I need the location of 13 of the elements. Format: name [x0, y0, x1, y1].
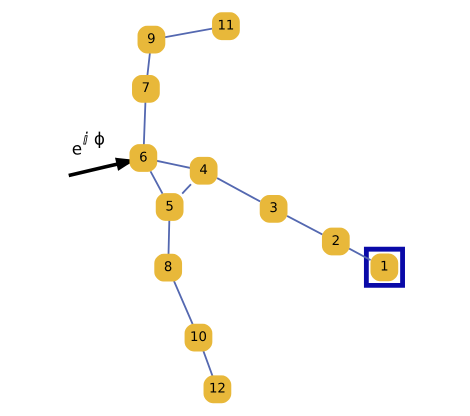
connector [182, 184, 192, 194]
connector [216, 177, 261, 202]
connector [286, 215, 323, 236]
connector [146, 52, 151, 76]
connector [142, 102, 146, 145]
connector [202, 350, 214, 376]
connector [150, 170, 164, 194]
connector [173, 280, 194, 325]
connector [348, 248, 371, 261]
connector [164, 28, 212, 38]
connector [156, 160, 190, 169]
connector [168, 220, 170, 254]
cluster [364, 246, 405, 288]
